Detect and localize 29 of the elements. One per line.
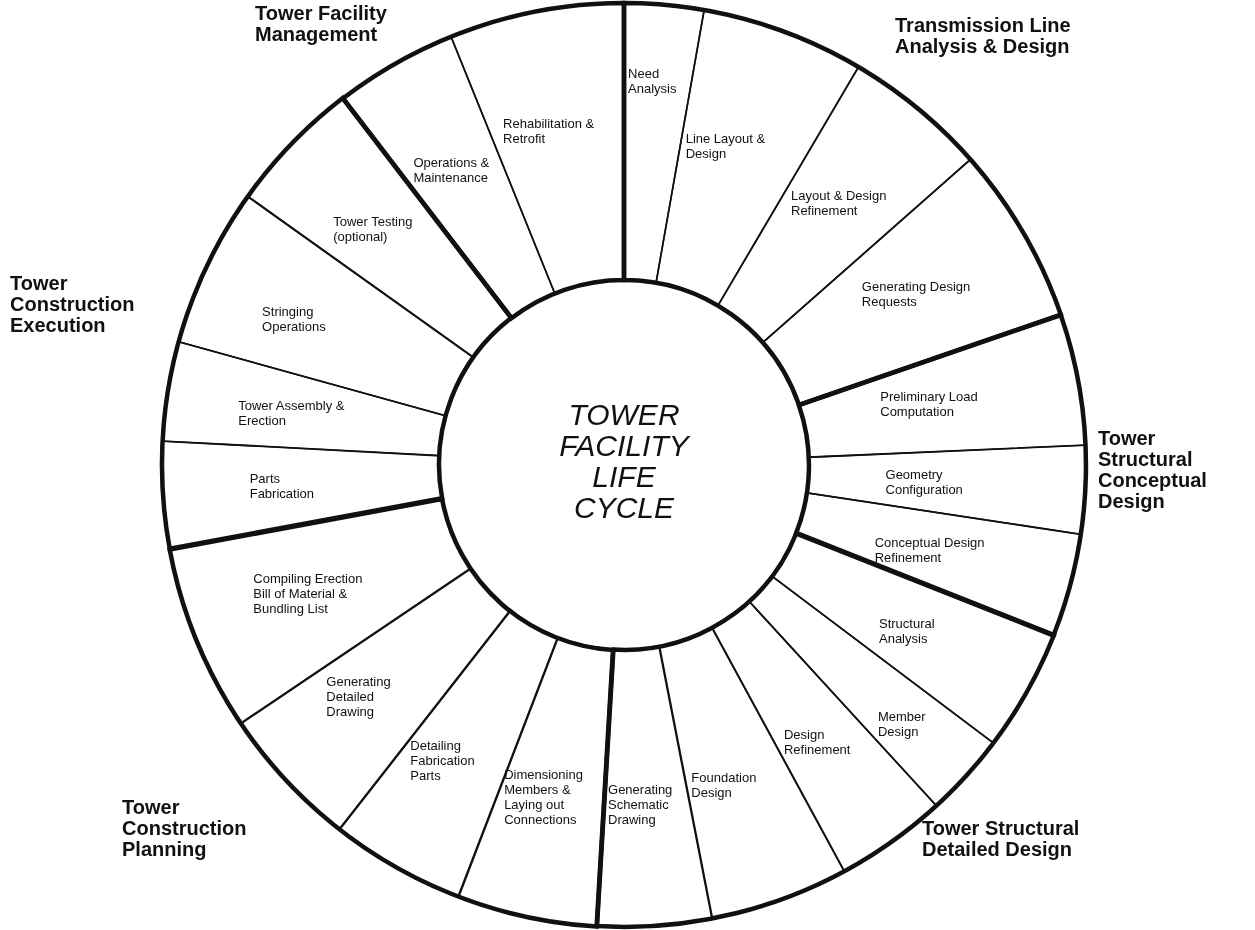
phase-heading: Tower Construction Planning xyxy=(122,797,248,860)
phase-heading: Tower Structural Conceptual Design xyxy=(1098,428,1208,512)
segment-label: Layout & Design Refinement xyxy=(791,187,888,218)
segment-label: Detailing Fabrication Parts xyxy=(410,738,476,784)
segment-label: Generating Design Requests xyxy=(861,278,972,309)
phase-heading: Tower Facility Management xyxy=(255,3,388,45)
segment-label: Line Layout & Design xyxy=(685,131,767,161)
segment-label: Stringing Operations xyxy=(262,303,327,334)
segment-label: Tower Assembly & Erection xyxy=(238,397,346,428)
segment-label: Conceptual Design Refinement xyxy=(874,534,986,565)
phase-heading: Tower Construction Execution xyxy=(10,273,136,336)
segment-label: Structural Analysis xyxy=(879,616,936,647)
segment-label: Need Analysis xyxy=(628,66,678,97)
segment-label: Compiling Erection Bill of Material & Bundling List xyxy=(253,571,364,617)
segment-label: Preliminary Load Computation xyxy=(880,389,979,420)
segment-label: Geometry Configuration xyxy=(885,467,964,498)
segment-label: Dimensioning Members & Laying out Connections xyxy=(504,767,584,828)
segment-label: Parts Fabrication xyxy=(249,471,315,502)
segment-label: Foundation Design xyxy=(691,769,758,800)
segment-label: Design Refinement xyxy=(784,726,852,757)
phase-heading: Tower Structural Detailed Design xyxy=(922,818,1081,860)
segment-label: Rehabilitation & Retrofit xyxy=(503,116,596,147)
segment-label: Member Design xyxy=(877,708,927,739)
phase-heading: Transmission Line Analysis & Design xyxy=(895,15,1072,57)
segment-label: Operations & Maintenance xyxy=(413,154,491,185)
segment-label: Tower Testing (optional) xyxy=(333,213,414,244)
segment-label: Generating Schematic Drawing xyxy=(608,781,674,827)
center-title: TOWER FACILITY LIFE CYCLE xyxy=(558,399,692,523)
segment-label: Generating Detailed Drawing xyxy=(326,674,392,720)
